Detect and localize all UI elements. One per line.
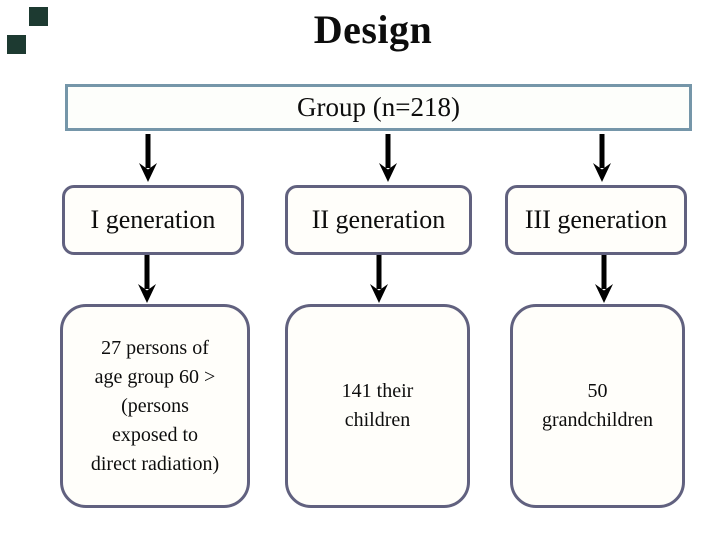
generation-box-3: III generation	[505, 185, 687, 255]
generation-box-1: I generation	[62, 185, 244, 255]
generation-box-3-label: III generation	[524, 205, 668, 234]
group-box: Group (n=218)	[65, 84, 692, 131]
detail-box-generation-3: 50 grandchildren	[510, 304, 685, 508]
arrow-down-icon	[137, 134, 159, 182]
arrow-down-icon	[593, 255, 615, 303]
page-title: Design	[313, 7, 433, 52]
corner-accent-square-icon	[29, 7, 48, 26]
group-box-label: Group (n=218)	[297, 92, 460, 122]
arrow-down-icon	[591, 134, 613, 182]
generation-box-2: II generation	[285, 185, 472, 255]
detail-box-1-text: 27 persons of age group 60 > (persons ex…	[90, 336, 220, 475]
arrow-down-icon	[136, 255, 158, 303]
generation-box-1-label: I generation	[90, 205, 216, 234]
arrow-down-icon	[368, 255, 390, 303]
arrow-down-icon	[377, 134, 399, 182]
detail-box-3-text: 50 grandchildren	[541, 380, 654, 431]
detail-box-2-text: 141 their children	[341, 380, 414, 431]
corner-accent-square-icon	[7, 35, 26, 54]
generation-box-2-label: II generation	[311, 205, 446, 234]
detail-box-generation-1: 27 persons of age group 60 > (persons ex…	[60, 304, 250, 508]
detail-box-generation-2: 141 their children	[285, 304, 470, 508]
